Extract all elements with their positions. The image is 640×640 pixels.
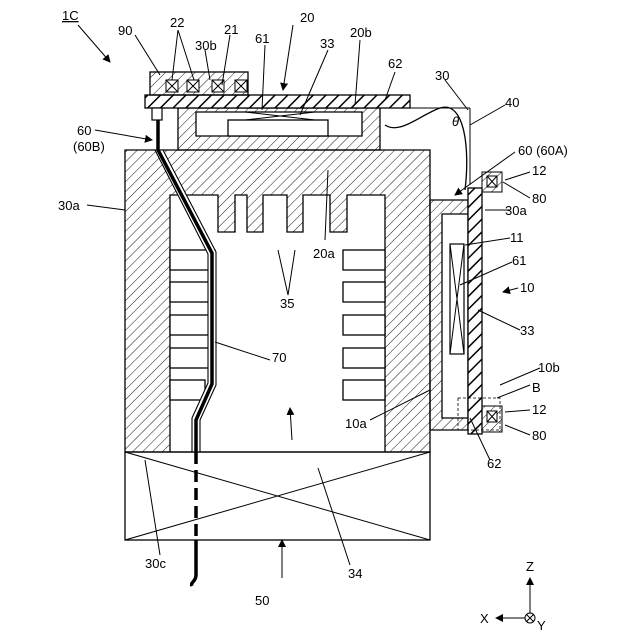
label-62-bot: 62 xyxy=(487,456,501,471)
label-70: 70 xyxy=(272,350,286,365)
label-60a: 60 (60A) xyxy=(518,143,568,158)
housing-30 xyxy=(125,150,430,452)
label-theta: θ xyxy=(452,114,459,129)
label-30-top: 30 xyxy=(435,68,449,83)
label-10b: 10b xyxy=(538,360,560,375)
label-60b: (60B) xyxy=(73,139,105,154)
label-12-top: 12 xyxy=(532,163,546,178)
label-60: 60 xyxy=(77,123,91,138)
label-11: 11 xyxy=(510,230,524,245)
label-30b: 30b xyxy=(195,38,217,53)
label-21: 21 xyxy=(224,22,238,37)
label-61-top: 61 xyxy=(255,31,269,46)
label-80-top: 80 xyxy=(532,191,546,206)
axis-x-label: X xyxy=(480,611,489,626)
label-10a: 10a xyxy=(345,416,367,431)
label-62-top: 62 xyxy=(388,56,402,71)
ref-1c: 1C xyxy=(62,8,79,23)
pedestal-30b xyxy=(178,108,380,150)
axis-triad: Z X Y xyxy=(480,559,546,633)
label-30c: 30c xyxy=(145,556,166,571)
label-10: 10 xyxy=(520,280,534,295)
axis-z-label: Z xyxy=(526,559,534,574)
label-90: 90 xyxy=(118,23,132,38)
label-22: 22 xyxy=(170,15,184,30)
label-30a-right: 30a xyxy=(505,203,527,218)
label-20: 20 xyxy=(300,10,314,25)
label-12-bot: 12 xyxy=(532,402,546,417)
axis-y-label: Y xyxy=(537,618,546,633)
label-61-right: 61 xyxy=(512,253,526,268)
label-b: B xyxy=(532,380,541,395)
label-33-right: 33 xyxy=(520,323,534,338)
label-20a: 20a xyxy=(313,246,335,261)
label-30a-left: 30a xyxy=(58,198,80,213)
label-50: 50 xyxy=(255,593,269,608)
label-20b: 20b xyxy=(350,25,372,40)
cable-70-end xyxy=(192,540,196,586)
base-50 xyxy=(125,452,430,540)
label-40: 40 xyxy=(505,95,519,110)
side-module-10 xyxy=(430,172,502,434)
label-80-bot: 80 xyxy=(532,428,546,443)
label-33-top: 33 xyxy=(320,36,334,51)
label-34: 34 xyxy=(348,566,362,581)
label-35: 35 xyxy=(280,296,294,311)
fins-right xyxy=(343,250,385,400)
